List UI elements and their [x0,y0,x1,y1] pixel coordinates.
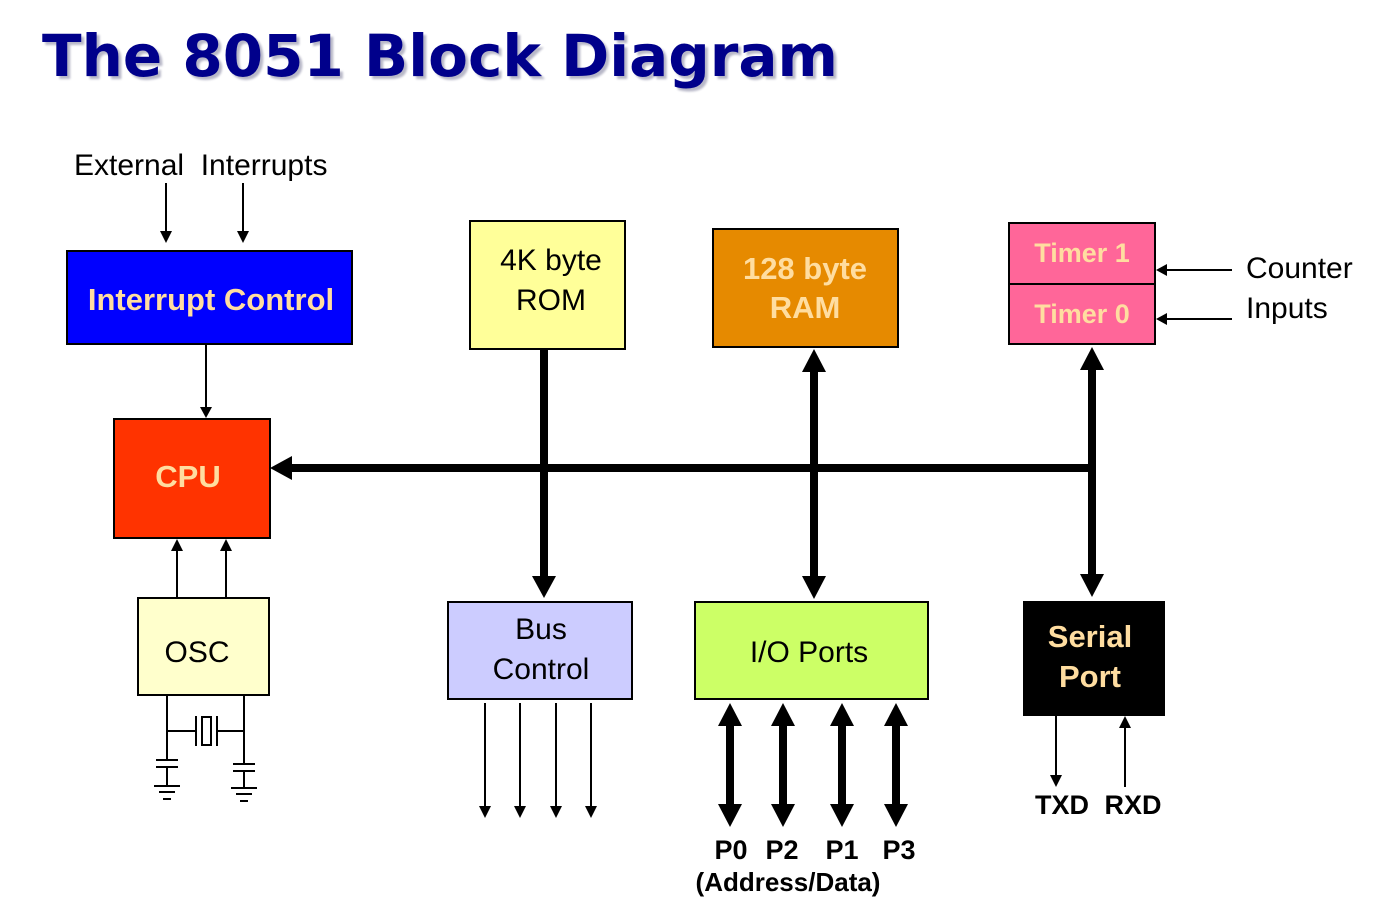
serial-port-box [1023,601,1165,716]
page-title: The 8051 Block Diagram [42,22,838,90]
ram-io-bidirectional-arrow [802,349,826,599]
bus-control-output-arrows [479,703,597,818]
interrupt-control-box [66,250,353,345]
timer0-label: Timer 0 [1034,299,1130,329]
ram-box [712,228,899,348]
timer-serial-bidirectional-arrow [1080,347,1104,597]
interrupt-to-cpu-arrow [200,344,212,418]
serial-port-block: Serial Port [1023,601,1165,716]
bus-control-block: Bus Control [447,601,633,700]
external-interrupt-arrows [160,183,249,243]
osc-to-cpu-arrows [171,539,232,598]
counter-inputs-label-line1: Counter [1246,252,1353,285]
port-bidirectional-arrows [718,703,908,827]
counter-input-arrows [1156,264,1232,325]
crystal-circuit-icon [154,695,257,802]
cpu-label: CPU [155,459,220,494]
counter-inputs-label-line2: Inputs [1246,292,1328,325]
port-label-p1: P1 [825,835,858,865]
rom-label-line1: 4K byte [500,244,602,277]
ram-label-line2: RAM [770,290,841,325]
cpu-block: CPU [113,418,271,539]
osc-box [137,597,270,696]
serial-port-label-line1: Serial [1048,619,1132,654]
serial-port-label-line2: Port [1059,659,1121,694]
interrupt-control-block: Interrupt Control [66,250,353,345]
bus-control-label-line1: Bus [515,613,567,646]
io-ports-label: I/O Ports [750,636,868,669]
interrupt-control-label: Interrupt Control [88,282,334,317]
osc-block: OSC [137,597,270,696]
address-data-label: (Address/Data) [696,867,881,897]
timer1-box [1008,222,1156,285]
rom-to-bus-control-arrow [532,349,556,598]
internal-bus [270,456,1092,480]
timers-block: Timer 1 Timer 0 [1008,222,1156,345]
ram-block: 128 byte RAM [712,228,899,348]
rom-label-line2: ROM [516,284,586,317]
serial-io-arrows [1050,716,1131,787]
rom-block: 4K byte ROM [469,220,626,350]
port-label-p3: P3 [882,835,915,865]
cpu-box [113,418,271,539]
port-label-p0: P0 [714,835,747,865]
ram-label-line1: 128 byte [743,251,867,286]
io-ports-block: I/O Ports [694,601,929,700]
port-label-p2: P2 [765,835,798,865]
rxd-label: RXD [1104,790,1161,820]
osc-label: OSC [164,636,229,669]
timer1-label: Timer 1 [1034,238,1130,268]
bus-control-label-line2: Control [493,653,590,686]
bus-control-box [447,601,633,700]
external-interrupts-label: External Interrupts [74,149,327,182]
io-ports-box [694,601,929,700]
timer0-box [1008,283,1156,345]
rom-box [469,220,626,350]
txd-label: TXD [1035,790,1089,820]
